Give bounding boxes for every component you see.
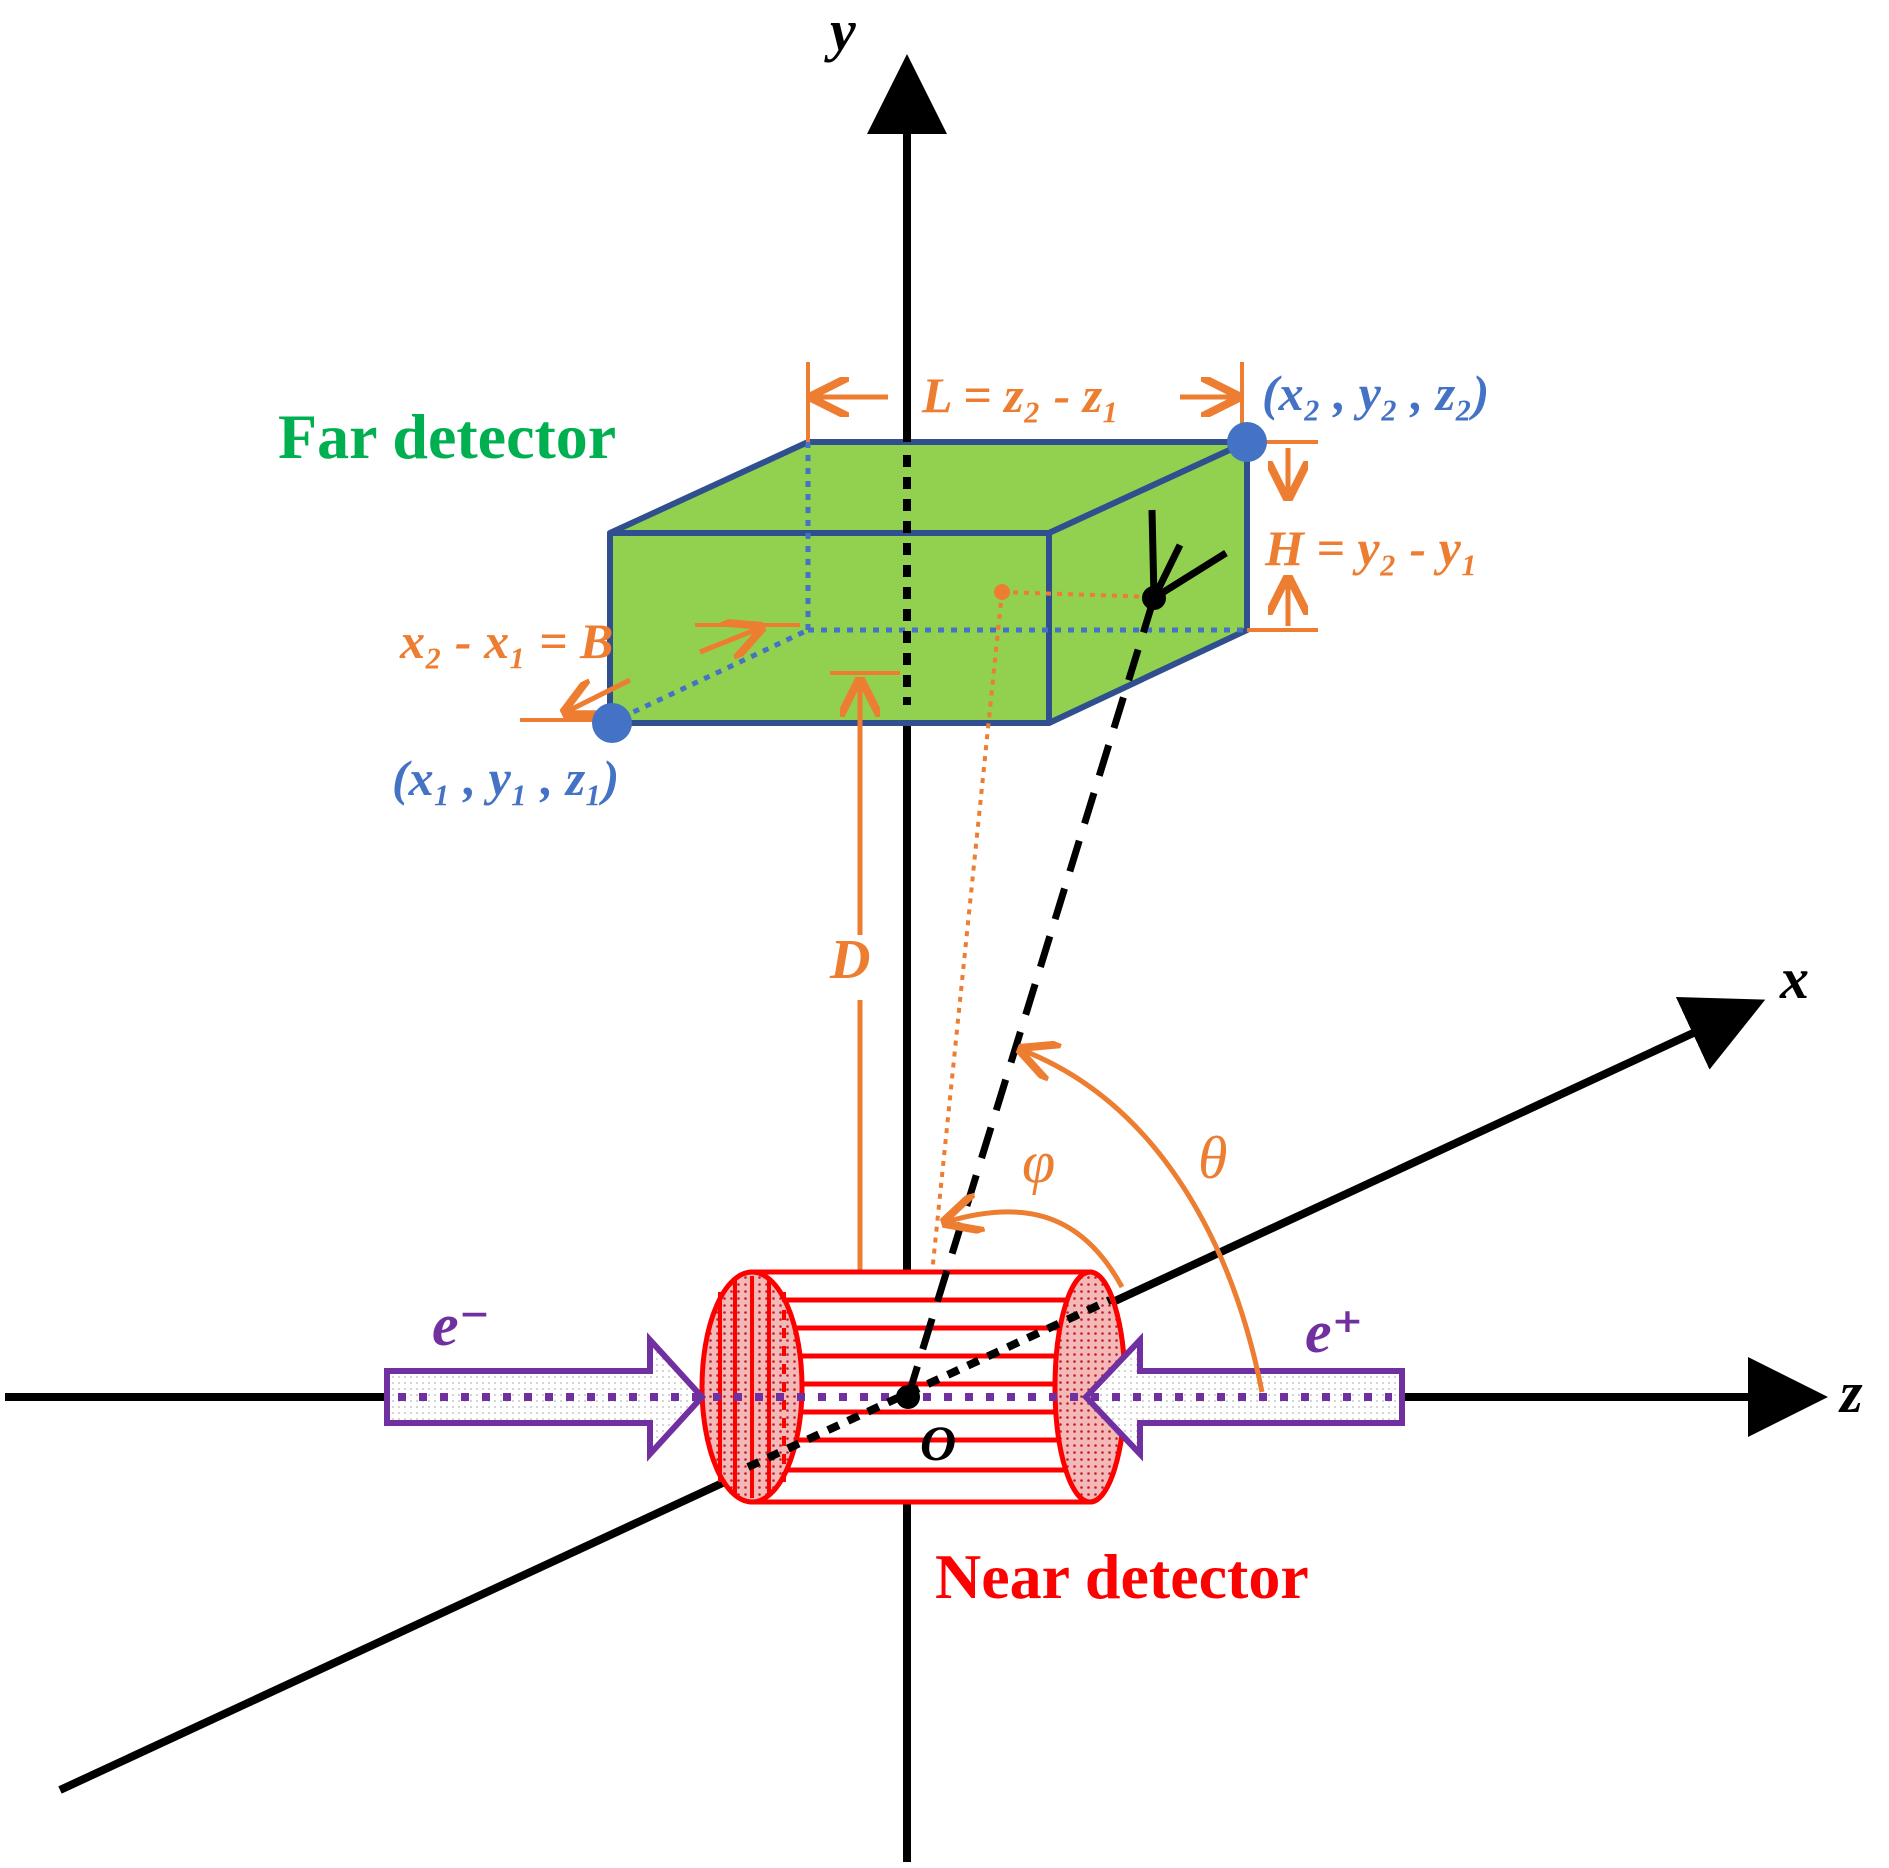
corner-near-label: (x₁ , y₁ , z₁): [392, 750, 619, 806]
y-axis-label: y: [824, 0, 856, 63]
width-label: x₂ - x₁ = B: [399, 613, 613, 669]
corner-far-label: (x₂ , y₂ , z₂): [1262, 365, 1489, 421]
particle-shower-2: [1152, 550, 1228, 601]
electron-beam: [384, 1332, 707, 1462]
corner-point-near: [592, 703, 632, 743]
electron-beam-arrow: [384, 1332, 707, 1462]
theta-label: θ: [1198, 1125, 1227, 1191]
height-label: H = y₂ - y₁: [1264, 520, 1478, 576]
electron-label: e⁻: [432, 1292, 490, 1358]
positron-label: e⁺: [1305, 1299, 1363, 1365]
projection-point: [994, 584, 1010, 600]
width-arrow-front: [566, 677, 632, 712]
projection-line-horizontal: [1001, 590, 1155, 599]
width-arrow-back: [699, 628, 760, 652]
particle-track-dashed: [904, 596, 1158, 1399]
far-detector-title: Far detector: [278, 401, 616, 472]
particle-track: [904, 509, 1228, 1399]
length-label: L = z₂ - z₁: [921, 367, 1120, 423]
phi-label: φ: [1022, 1129, 1055, 1195]
particle-shower-1: [1148, 509, 1158, 599]
x-axis-label: x: [1779, 946, 1809, 1011]
near-detector-title: Near detector: [935, 1541, 1309, 1612]
x-axis-hidden-segment: [746, 1296, 1112, 1471]
hidden-edge-diagonal: [608, 627, 810, 726]
interaction-point: [1142, 586, 1166, 610]
origin-label: O: [920, 1415, 956, 1471]
projection-line-to-origin: [918, 591, 1004, 1391]
z-axis-label: z: [1838, 1360, 1863, 1425]
phi-arc: [946, 1212, 1125, 1289]
corner-point-far: [1227, 422, 1267, 462]
theta-arc: [1022, 1050, 1265, 1393]
distance-label: D: [829, 929, 870, 991]
origin-point: [896, 1385, 920, 1409]
dimension-annotations: [520, 362, 1318, 1390]
far-detector-front-face: [607, 530, 1052, 726]
